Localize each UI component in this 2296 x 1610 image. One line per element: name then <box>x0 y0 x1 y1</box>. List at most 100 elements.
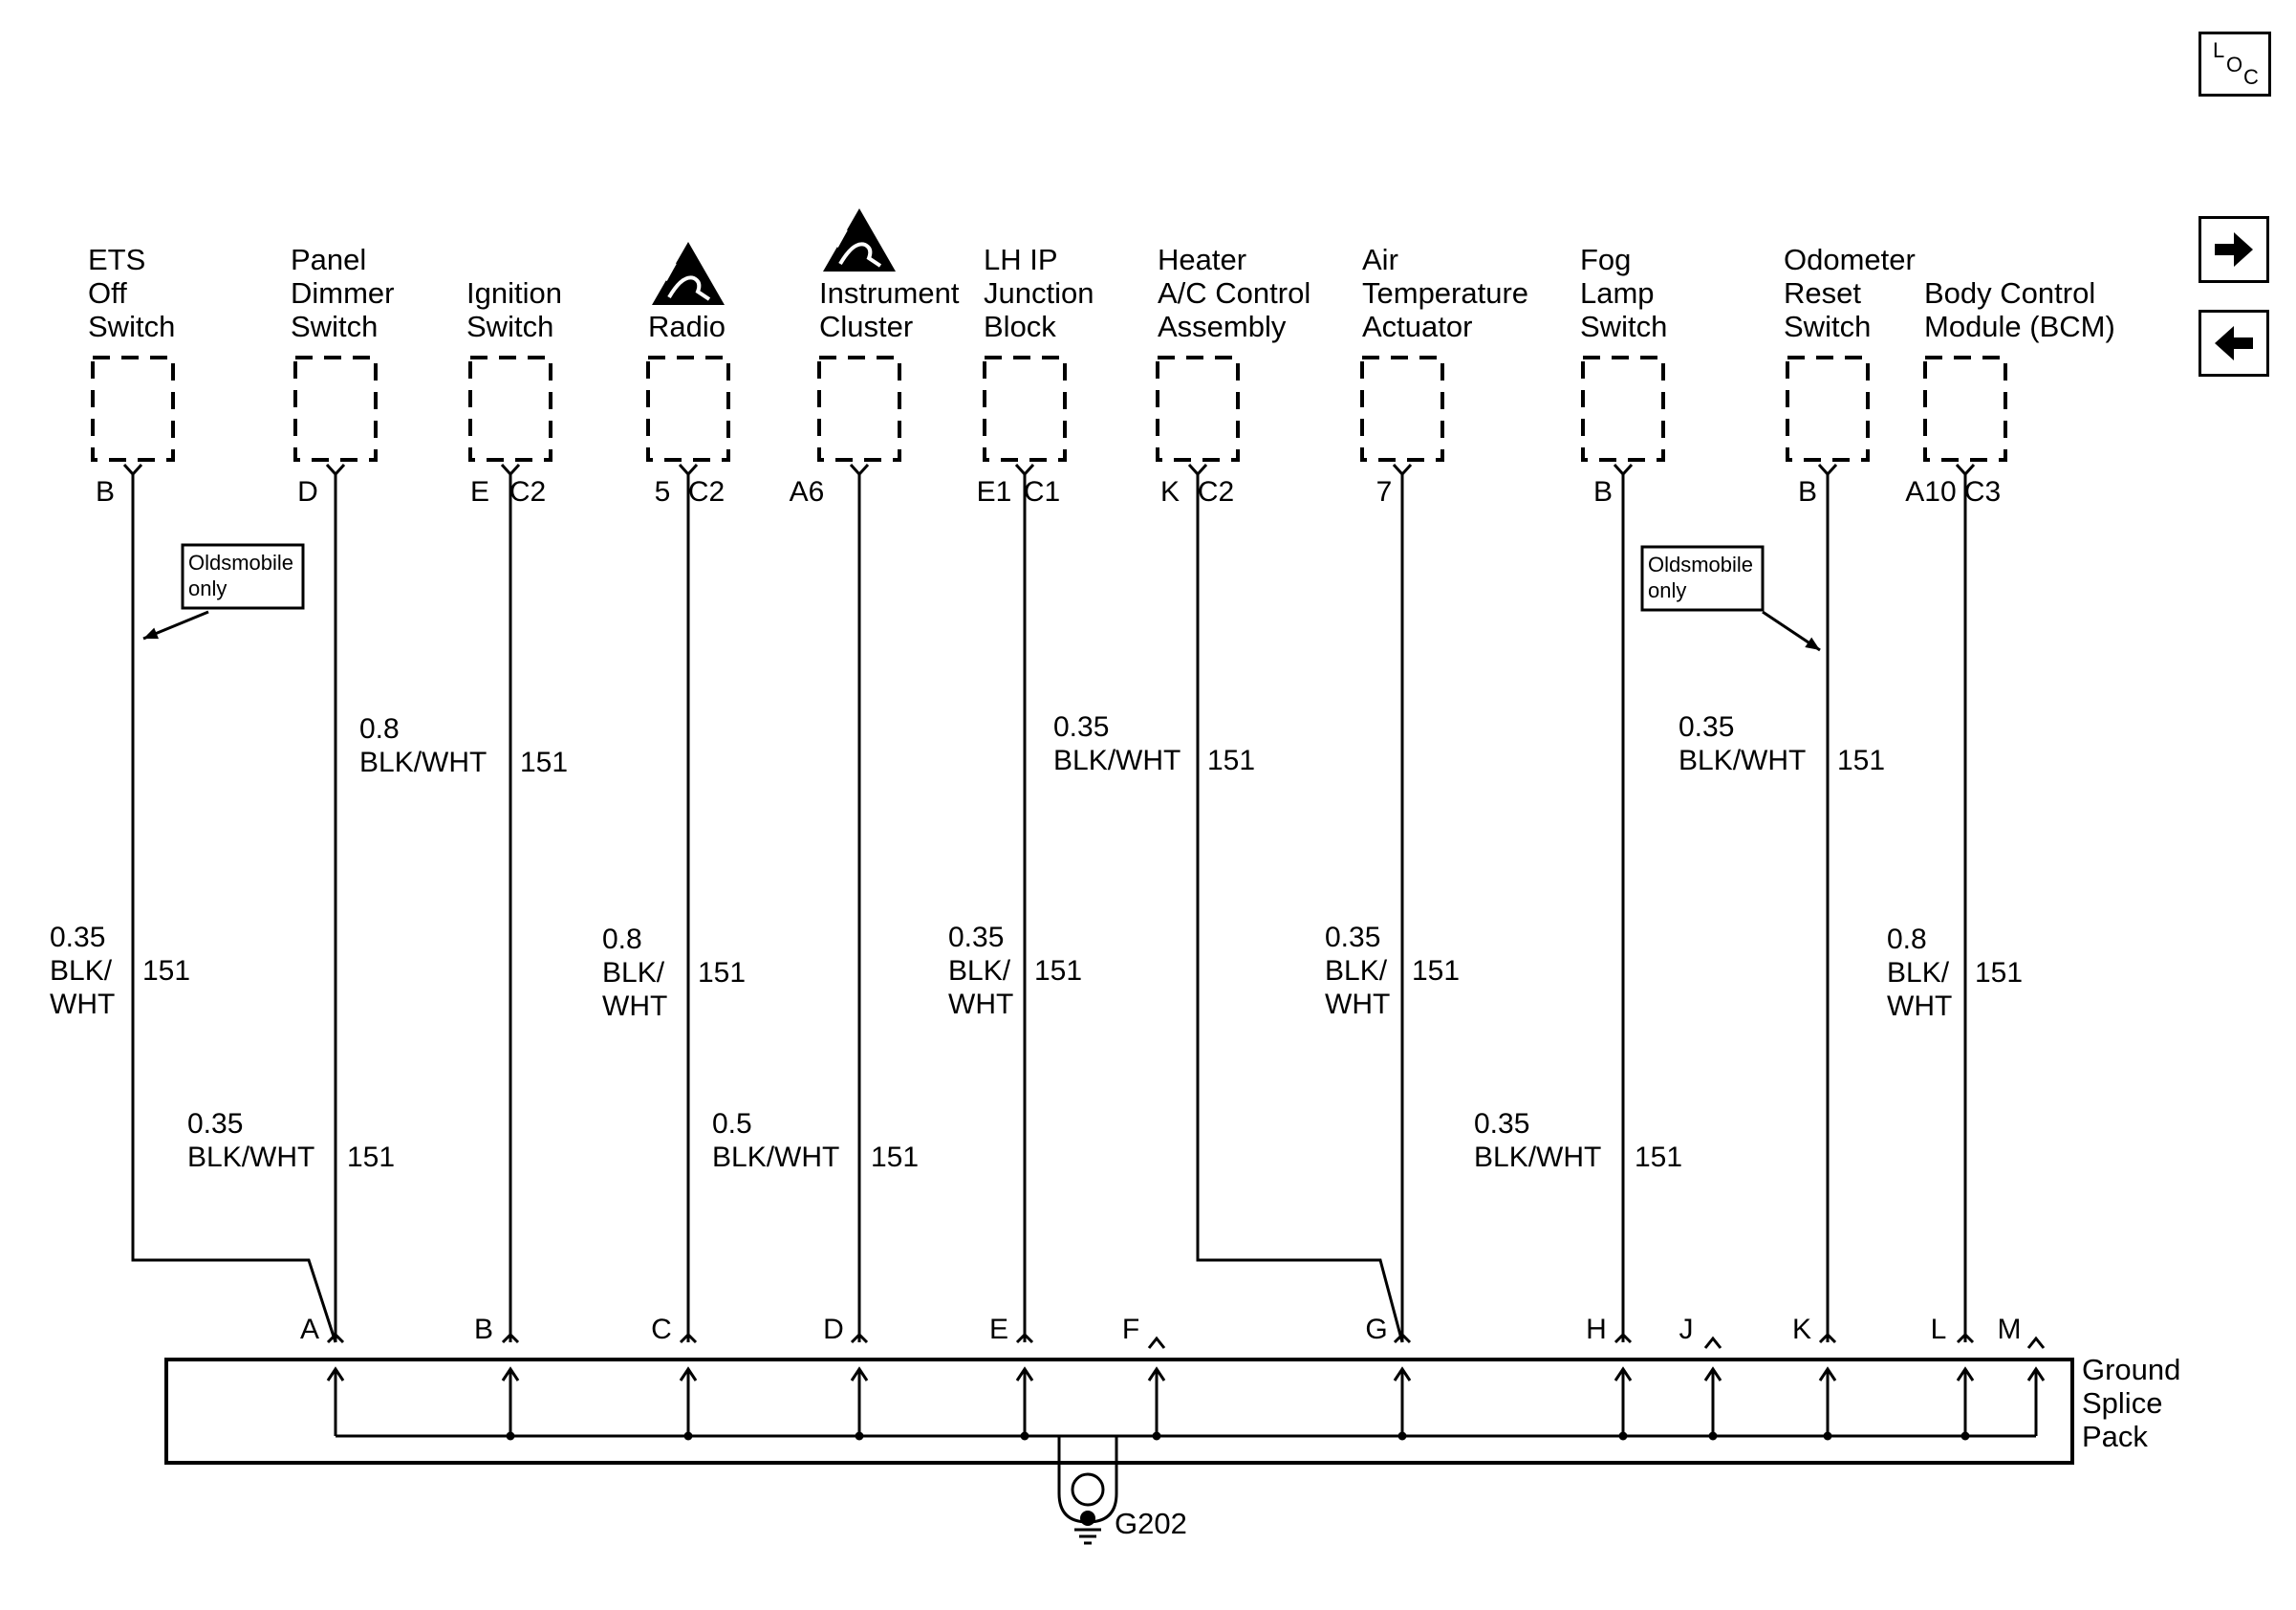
wire-air-temp-circuit: 151 <box>1412 955 1460 987</box>
odometer-reset-switch-label-line: Odometer <box>1784 243 1916 276</box>
splice-terminal-arrow <box>1147 1366 1166 1382</box>
splice-node <box>855 1431 864 1441</box>
splice-terminal-chevron <box>1818 1332 1837 1344</box>
wire-dimmer-size: 0.35 <box>187 1108 243 1140</box>
heater-ac-control-assembly-label-line: A/C Control <box>1158 276 1310 310</box>
panel-dimmer-switch-label-line: Switch <box>291 310 378 343</box>
esd-slash <box>663 262 677 281</box>
wire-ignition-color: BLK/WHT <box>359 747 487 778</box>
wire-air-temp-color: WHT <box>1325 989 1390 1020</box>
wire-junction-block-circuit: 151 <box>1034 955 1082 987</box>
splice-node <box>683 1431 693 1441</box>
splice-terminal-K: K <box>1792 1314 1837 1441</box>
splice-terminal-label: D <box>823 1314 844 1345</box>
wire-ets-line <box>131 474 337 1343</box>
splice-terminal-label: B <box>474 1314 493 1345</box>
splice-terminal-chevron <box>1147 1336 1166 1349</box>
lh-ip-junction-block-pin-right: C1 <box>1024 476 1060 508</box>
esd-slash <box>834 228 848 248</box>
fog-lamp-switch-pin-left: B <box>1593 476 1613 508</box>
wire-odometer-circuit: 151 <box>1837 745 1885 776</box>
wire-dimmer-circuit: 151 <box>347 1142 395 1173</box>
wire-odometer-color: BLK/WHT <box>1679 745 1806 776</box>
splice-terminal-arrow <box>1703 1366 1722 1382</box>
ignition-switch-box <box>468 356 552 462</box>
component-locator-button[interactable]: L O C <box>2199 32 2271 97</box>
wire-radio-size: 0.8 <box>602 924 642 955</box>
splice-terminal-arrow <box>2026 1366 2046 1382</box>
splice-terminal-chevron <box>679 1332 698 1344</box>
splice-terminal-arrow <box>679 1366 698 1382</box>
note-right-arrow-head <box>1805 637 1820 650</box>
fog-lamp-switch-box <box>1581 356 1665 462</box>
ground-dot <box>1080 1511 1095 1526</box>
radio-box <box>646 356 730 462</box>
splice-terminal-label: M <box>1998 1314 2022 1345</box>
splice-terminal-arrow <box>1818 1366 1837 1382</box>
splice-terminal-G: G <box>1365 1314 1412 1441</box>
loc-o: O <box>2226 53 2243 76</box>
wire-bcm-size: 0.8 <box>1887 924 1927 955</box>
lh-ip-junction-block-box <box>983 356 1067 462</box>
splice-terminal-chevron <box>1393 1332 1412 1344</box>
body-control-module-label-line: Module (BCM) <box>1924 310 2115 343</box>
instrument-cluster-box <box>817 356 901 462</box>
loc-c: C <box>2243 65 2259 89</box>
splice-terminal-chevron <box>850 1332 869 1344</box>
previous-page-button[interactable] <box>2199 310 2269 377</box>
next-page-button[interactable] <box>2199 216 2269 283</box>
wire-ets-size: 0.35 <box>50 922 105 953</box>
splice-terminal-label: F <box>1122 1314 1139 1345</box>
splice-pack-box <box>164 1358 2074 1465</box>
splice-terminal-label: E <box>989 1314 1008 1345</box>
wire-fog-lamp-circuit: 151 <box>1635 1142 1682 1173</box>
heater-ac-control-assembly-pin-right: C2 <box>1198 476 1234 508</box>
wire-radio-circuit: 151 <box>698 957 746 989</box>
wire-junction-block-size: 0.35 <box>948 922 1004 953</box>
ground-g202: G202 <box>1057 1436 1187 1545</box>
wire-bcm-color: WHT <box>1887 990 1952 1022</box>
wire-bcm-circuit: 151 <box>1975 957 2023 989</box>
splice-terminal-arrow <box>501 1366 520 1382</box>
fog-lamp-switch-label-line: Lamp <box>1580 276 1655 310</box>
splice-terminal-label: C <box>651 1314 672 1345</box>
body-control-module-pin-left: A10 <box>1905 476 1956 508</box>
ets-off-switch-label-line: ETS <box>88 243 145 276</box>
body-control-module-connector <box>1955 463 1976 477</box>
splice-terminal-label: J <box>1679 1314 1694 1345</box>
fog-lamp-switch-label-line: Switch <box>1580 310 1667 343</box>
splice-terminal-L: L <box>1931 1314 1975 1441</box>
splice-node <box>1618 1431 1628 1441</box>
wire-fog-lamp-color: BLK/WHT <box>1474 1142 1601 1173</box>
wire-heater-line <box>1196 474 1404 1343</box>
ets-off-switch-pin-left: B <box>96 476 115 508</box>
wire-fog-lamp-size: 0.35 <box>1474 1108 1529 1140</box>
splice-terminal-B: B <box>474 1314 520 1441</box>
esd-hand <box>667 275 711 301</box>
splice-terminal-F: F <box>1122 1314 1166 1441</box>
ets-off-switch-label-line: Off <box>88 276 127 310</box>
ground-g202: G202 <box>1057 1436 1187 1545</box>
splice-node <box>1152 1431 1161 1441</box>
instrument-cluster-pin-left: A6 <box>790 476 825 508</box>
instrument-cluster-connector <box>849 463 870 477</box>
panel-dimmer-switch-label-line: Dimmer <box>291 276 395 310</box>
lh-ip-junction-block-label-line: Junction <box>984 276 1094 310</box>
wire-heater-circuit: 151 <box>1207 745 1255 776</box>
splice-node <box>1823 1431 1832 1441</box>
splice-node <box>1397 1431 1407 1441</box>
right-arrow-icon <box>2215 232 2253 267</box>
